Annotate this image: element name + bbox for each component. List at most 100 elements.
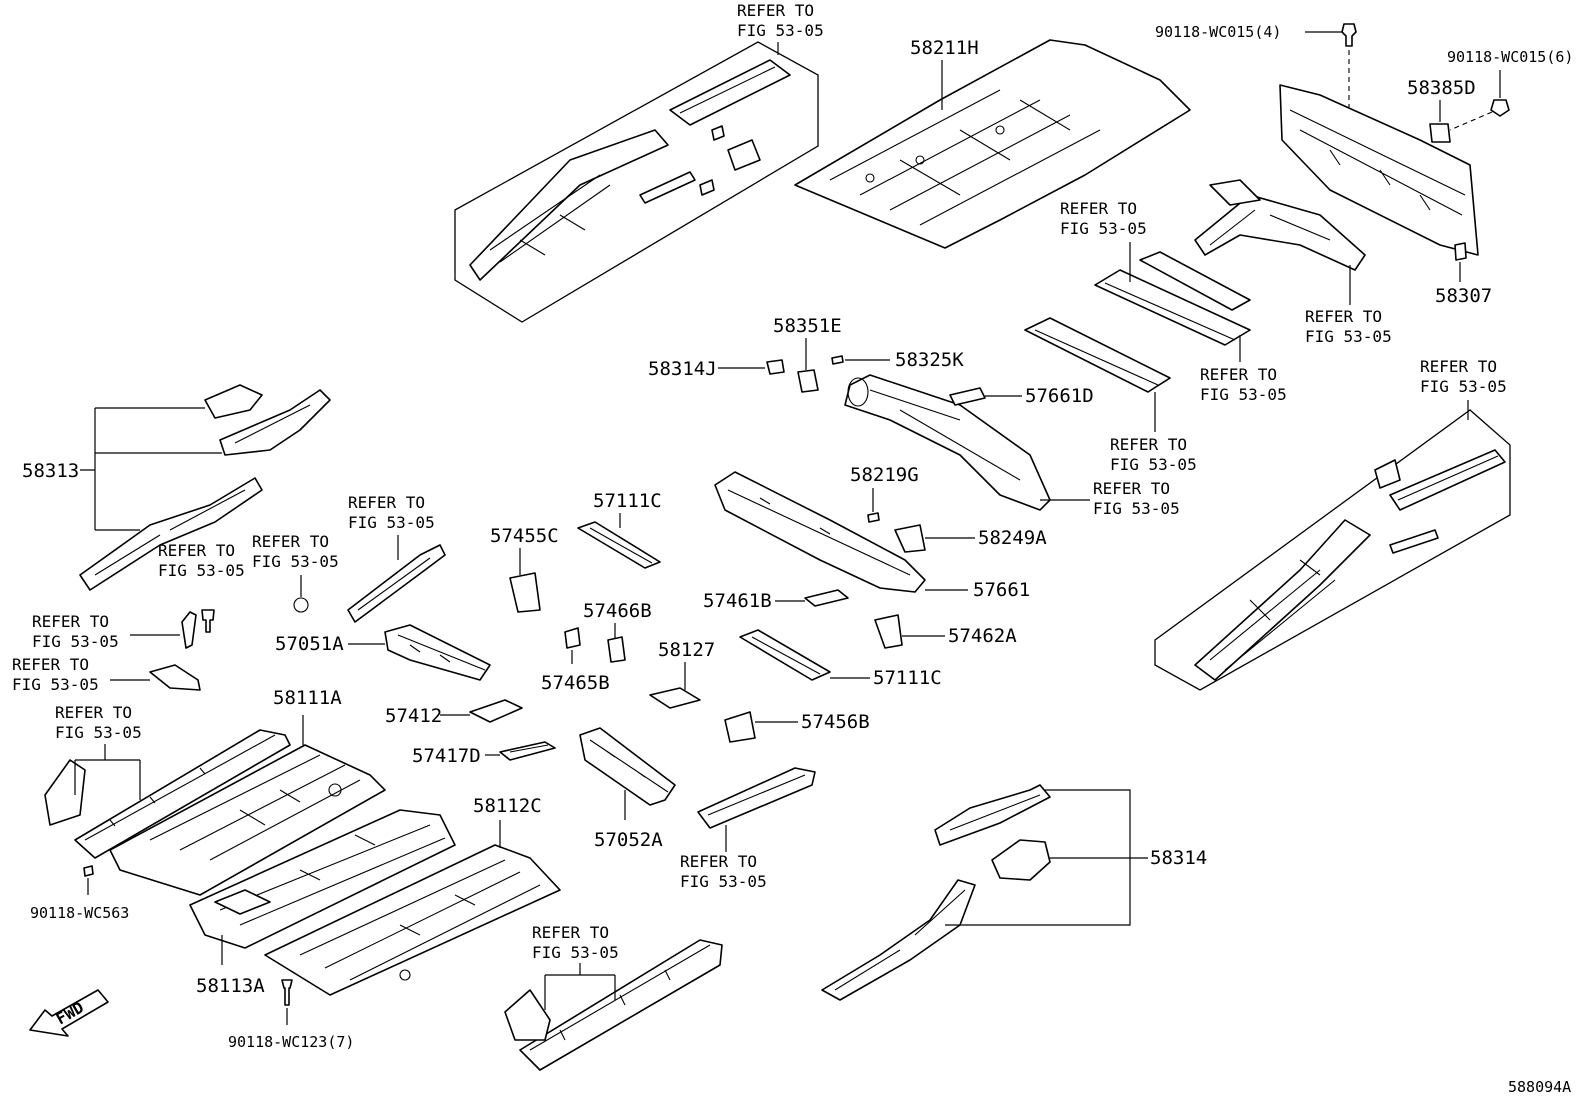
refer-label-line1: REFER TO <box>1420 357 1497 376</box>
part-57052a: 57052A <box>579 727 676 851</box>
label-58325k: 58325K <box>895 349 964 371</box>
refer-label-line2: FIG 53-05 <box>680 872 767 891</box>
label-90118-wc123-7: 90118-WC123(7) <box>228 1033 354 1051</box>
bolt-icon <box>1341 23 1357 47</box>
part-rocker-refer: REFER TO FIG 53-05 <box>504 923 723 1071</box>
refer-label-line2: FIG 53-05 <box>252 552 339 571</box>
label-58111a: 58111A <box>273 687 342 709</box>
part-58385d-bracket: 58385D <box>1407 77 1476 143</box>
part-floor-crossmember-rear: REFER TO FIG 53-05 REFER TO FIG 53-05 RE… <box>1024 199 1287 474</box>
label-57661: 57661 <box>973 579 1030 601</box>
part-58351e: 58351E <box>773 315 842 393</box>
refer-label-line1: REFER TO <box>32 612 109 631</box>
right-assembly-box: REFER TO FIG 53-05 <box>1154 357 1511 691</box>
refer-label-line1: REFER TO <box>55 703 132 722</box>
bolt-90118-wc015-6: 90118-WC015(6) <box>1447 48 1573 131</box>
part-58325k: 58325K <box>831 349 964 371</box>
part-58314j: 58314J <box>648 358 785 380</box>
part-57456b: 57456B <box>724 711 870 743</box>
part-58112c-floor-pan: 58112C <box>264 795 561 996</box>
diagram-id: 588094A <box>1508 1078 1571 1096</box>
refer-label-line1: REFER TO <box>1110 435 1187 454</box>
refer-label-line1: REFER TO <box>158 541 235 560</box>
label-57661d: 57661D <box>1025 385 1094 407</box>
label-58249a: 58249A <box>978 527 1047 549</box>
bolt-90118-wc015-4: 90118-WC015(4) <box>1155 23 1357 110</box>
part-58219g: 58219G <box>850 464 919 523</box>
label-57111c-upper: 57111C <box>593 490 662 512</box>
label-90118-wc563: 90118-WC563 <box>30 904 129 922</box>
part-58314-group: 58314 <box>821 784 1207 1001</box>
label-57462a: 57462A <box>948 625 1017 647</box>
label-58211h: 58211H <box>910 37 979 59</box>
part-57051a: 57051A <box>275 624 491 681</box>
label-58112c: 58112C <box>473 795 542 817</box>
part-floor-rail-refer: REFER TO FIG 53-05 <box>347 493 446 623</box>
refer-label-line1: REFER TO <box>1305 307 1382 326</box>
refer-label-line2: FIG 53-05 <box>158 561 245 580</box>
nut-icon <box>1490 99 1510 117</box>
refer-label-line2: FIG 53-05 <box>1420 377 1507 396</box>
refer-label-line2: FIG 53-05 <box>55 723 142 742</box>
refer-label-line1: REFER TO <box>252 532 329 551</box>
refer-label-line2: FIG 53-05 <box>12 675 99 694</box>
part-57661-crossmember: 57661 <box>714 471 1030 601</box>
part-58313-group: 58313 <box>22 384 331 591</box>
refer-label-line2: FIG 53-05 <box>1060 219 1147 238</box>
label-58127: 58127 <box>658 639 715 661</box>
part-58211h-rear-floor-pan: 58211H <box>794 37 1191 249</box>
part-tunnel-57661d-group: REFER TO FIG 53-05 57661D <box>844 374 1180 518</box>
label-58307: 58307 <box>1435 285 1492 307</box>
label-57051a: 57051A <box>275 633 344 655</box>
label-58314j: 58314J <box>648 358 717 380</box>
label-58351e: 58351E <box>773 315 842 337</box>
part-center-rail-refer: REFER TO FIG 53-05 <box>680 767 816 891</box>
part-57461b: 57461B <box>703 589 849 612</box>
part-58111a-floor-pan: REFER TO FIG 53-05 58111A <box>44 687 386 896</box>
refer-label-line2: FIG 53-05 <box>1110 455 1197 474</box>
refer-top-left: REFER TO FIG 53-05 <box>737 1 824 55</box>
bolt-icon <box>201 609 215 633</box>
label-58385d: 58385D <box>1407 77 1476 99</box>
refer-label-line1: REFER TO <box>1060 199 1137 218</box>
label-57412: 57412 <box>385 705 442 727</box>
bolt-90118-wc123-7: 90118-WC123(7) <box>228 979 354 1051</box>
label-57455c: 57455C <box>490 525 559 547</box>
part-57462a: 57462A <box>874 614 1017 649</box>
part-57111c-upper: 57111C <box>577 490 662 569</box>
refer-label-line2: FIG 53-05 <box>532 943 619 962</box>
refer-label-line1: REFER TO <box>348 493 425 512</box>
bolt-icon <box>281 979 293 1006</box>
refer-label-line1: REFER TO <box>1093 479 1170 498</box>
label-57417d: 57417D <box>412 745 481 767</box>
label-57461b: 57461B <box>703 590 772 612</box>
left-refer-group: REFER TO FIG 53-05 REFER TO FIG 53-05 RE… <box>12 532 339 694</box>
part-58127: 58127 <box>649 639 715 709</box>
part-57412: 57412 <box>385 699 523 727</box>
refer-label-line2: FIG 53-05 <box>737 21 824 40</box>
part-57465b: 57465B <box>541 627 610 694</box>
part-57466b: 57466B <box>583 600 652 663</box>
refer-label-line2: FIG 53-05 <box>348 513 435 532</box>
refer-label-line1: REFER TO <box>1200 365 1277 384</box>
label-57465b: 57465B <box>541 672 610 694</box>
refer-label-line1: REFER TO <box>532 923 609 942</box>
part-58113a-floor-pan: 58113A <box>189 809 456 997</box>
part-rear-floor-side-member: REFER TO FIG 53-05 <box>1194 179 1392 346</box>
refer-label-line2: FIG 53-05 <box>1093 499 1180 518</box>
label-57111c-lower: 57111C <box>873 667 942 689</box>
top-left-assembly-box <box>454 41 819 323</box>
part-57417d: 57417D <box>412 741 556 767</box>
label-57052a: 57052A <box>594 829 663 851</box>
part-58307-rear-panel: 58307 <box>1279 84 1492 307</box>
label-90118-wc015-6: 90118-WC015(6) <box>1447 48 1573 66</box>
label-57456b: 57456B <box>801 711 870 733</box>
part-57455c: 57455C <box>490 525 559 613</box>
label-58314: 58314 <box>1150 847 1207 869</box>
label-58113a: 58113A <box>196 975 265 997</box>
label-58219g: 58219G <box>850 464 919 486</box>
label-57466b: 57466B <box>583 600 652 622</box>
refer-label-line1: REFER TO <box>737 1 814 20</box>
refer-label-line1: REFER TO <box>12 655 89 674</box>
